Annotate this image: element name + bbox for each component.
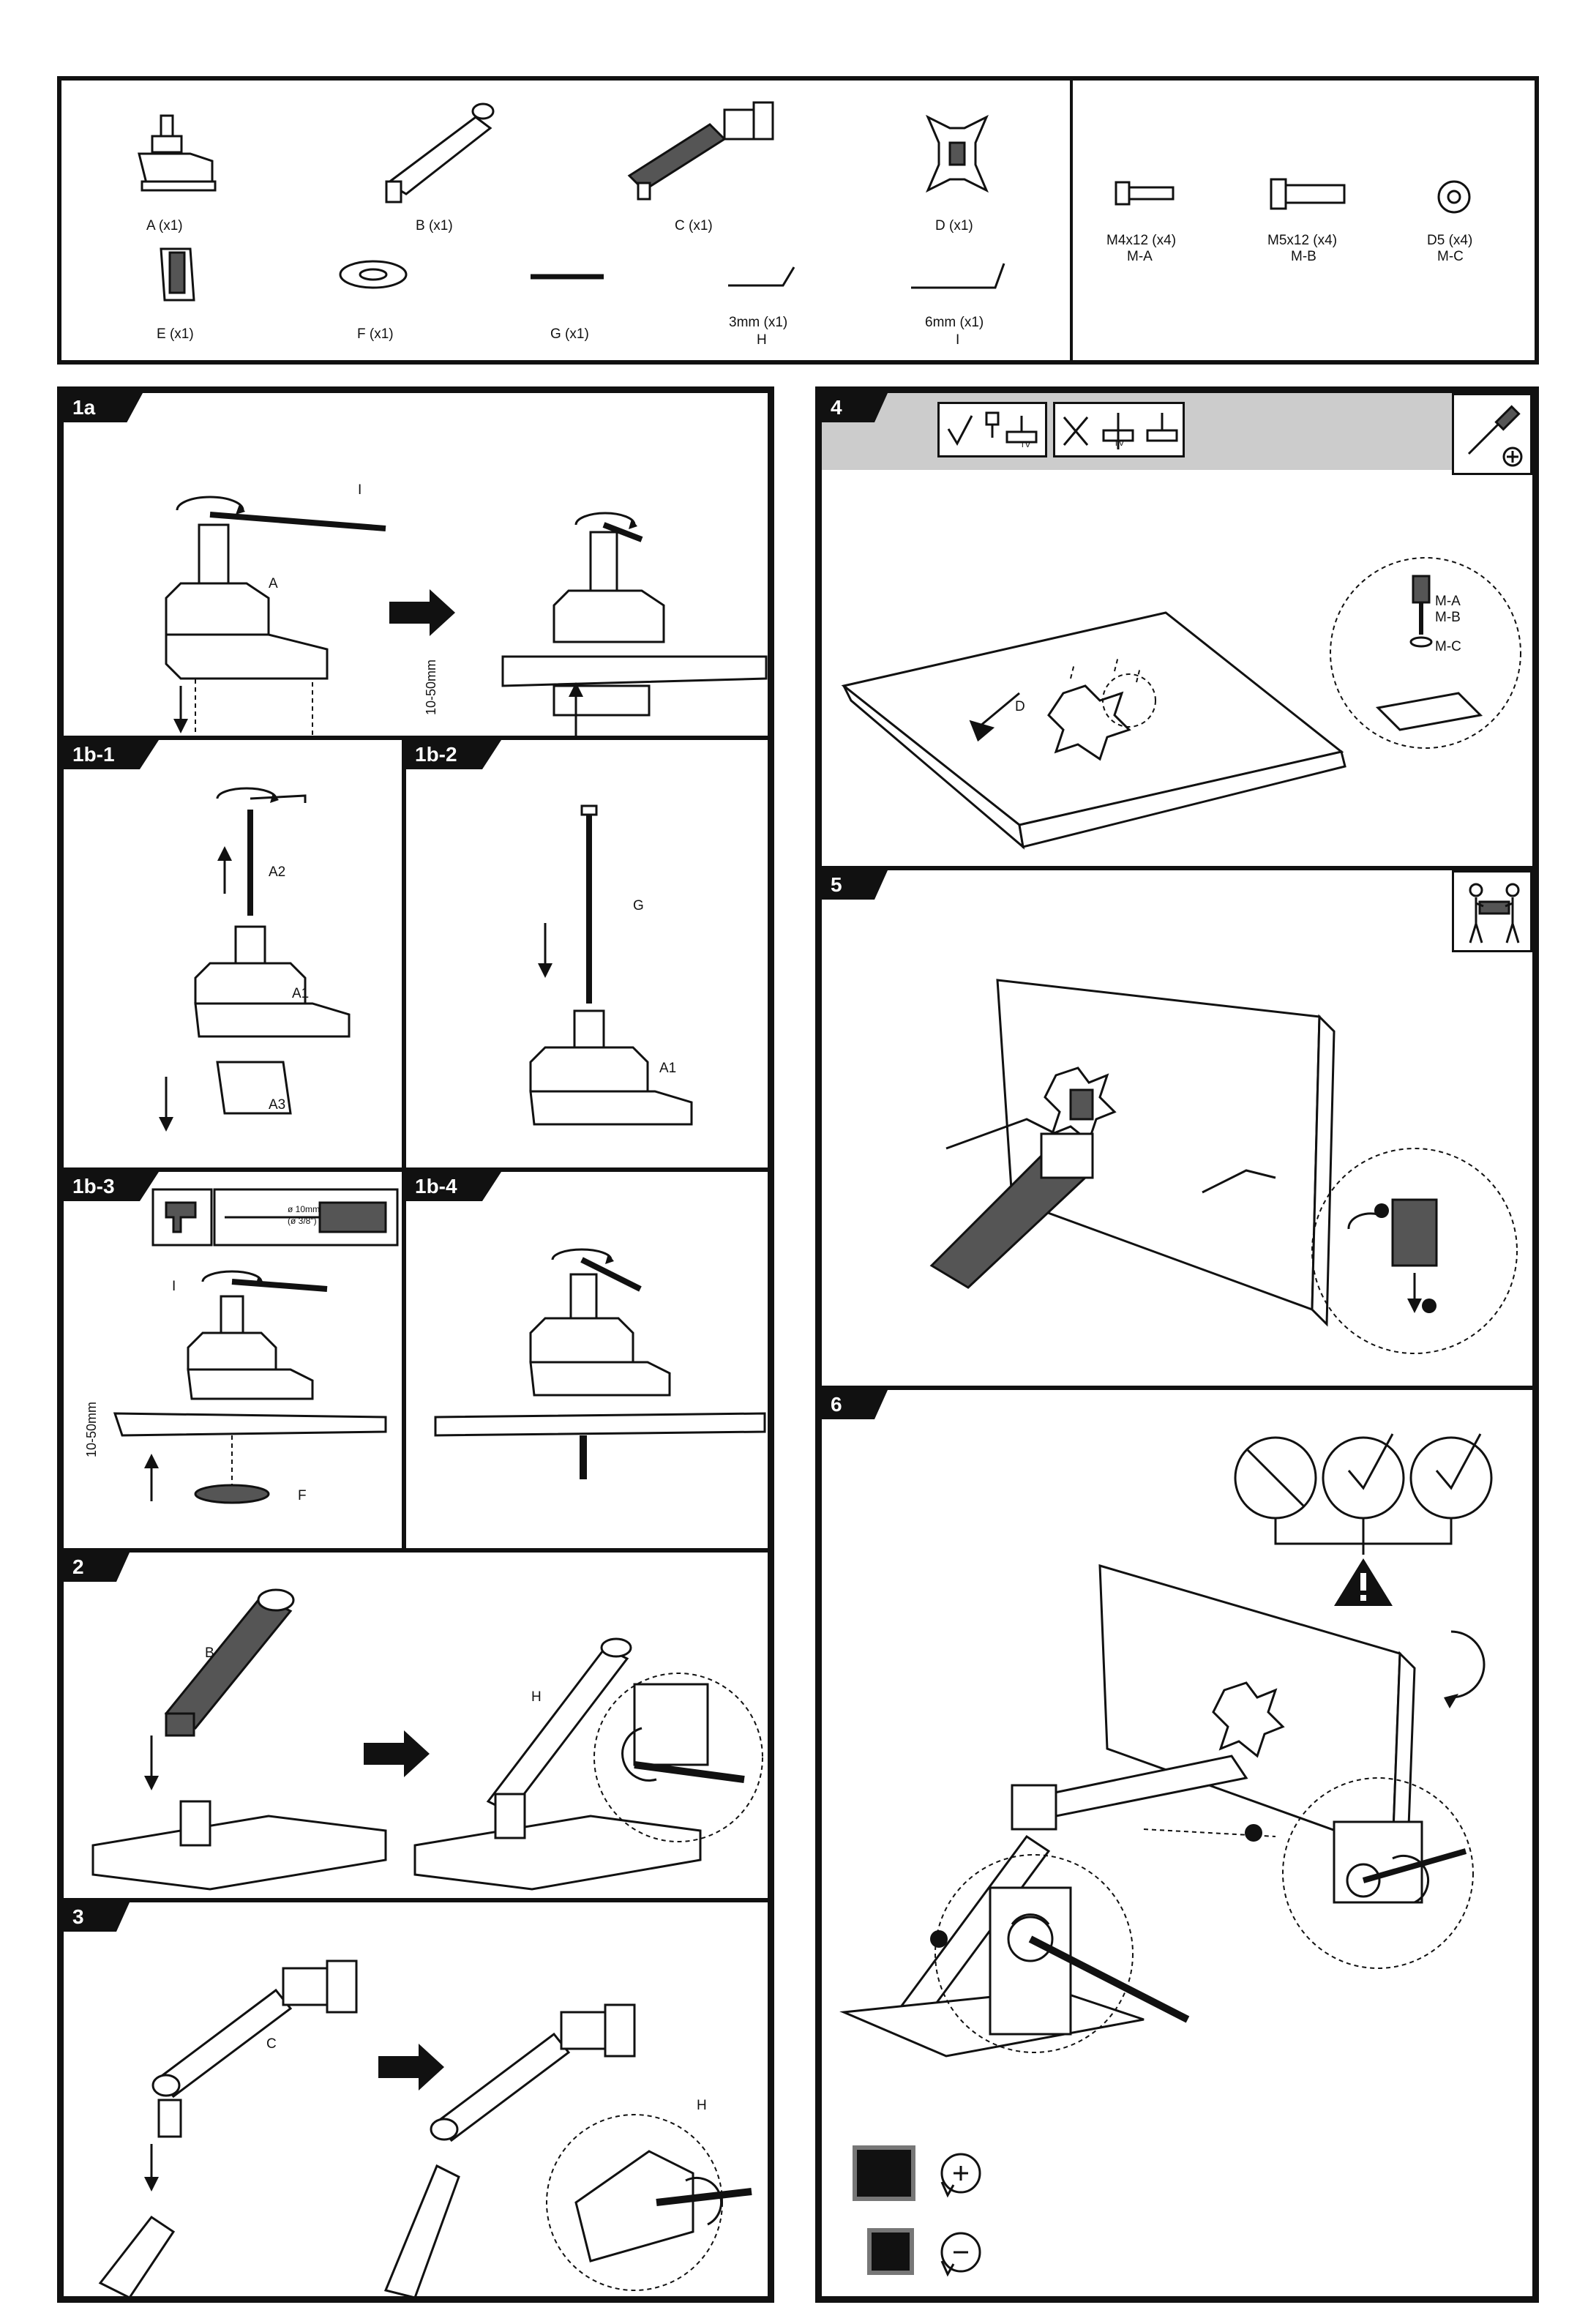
part-d-vesa-plate-icon (921, 110, 994, 198)
long-screw-icon (1096, 408, 1184, 455)
cross-icon (1061, 414, 1090, 448)
part-i-label: 6mm (x1) (925, 315, 984, 331)
step-3-callout-h: H (697, 2098, 707, 2114)
step-5-panel: 5 (820, 868, 1535, 1388)
part-i-hex-key-icon (907, 260, 1010, 296)
step-1b1-drawing (93, 769, 400, 1165)
screw-m4-icon (1112, 179, 1178, 208)
step-3-panel: 3 C H (61, 1900, 770, 2298)
parts-list (57, 76, 1539, 365)
step-4-callout-d: D (1015, 699, 1025, 715)
step-1b1-panel: 1b-1 A2 A1 A3 (61, 738, 404, 1170)
part-b-label: B (x1) (416, 218, 453, 234)
step-1b2-tab: 1b-2 (406, 740, 501, 769)
step-4-monitor-drawing (836, 510, 1532, 862)
step-3-drawing (78, 1924, 766, 2298)
tv-label-bad: TV (1114, 439, 1124, 448)
step-1a-callout-a: A (269, 576, 278, 592)
hw-d5-label: D5 (x4) (1427, 233, 1472, 249)
step-6-panel: 6 (820, 1388, 1535, 2298)
hw-d5-sub: M-C (1437, 249, 1464, 265)
step-2-callout-b: B (205, 1645, 214, 1662)
parts-divider (1070, 76, 1073, 365)
hw-m4-label: M4x12 (x4) (1106, 233, 1176, 249)
step-1b2-callout-g: G (633, 898, 644, 914)
loosen-legend-icon (866, 2224, 997, 2290)
screw-m5-icon (1267, 176, 1348, 212)
part-h-label: 3mm (x1) (729, 315, 787, 331)
two-person-lift-sign (1452, 870, 1532, 952)
hw-m5-sub: M-B (1291, 249, 1316, 265)
step-1a-panel: 1a I A 10-50mm (61, 391, 770, 738)
hw-m4-sub: M-A (1127, 249, 1153, 265)
part-h-hex-key-icon (724, 264, 798, 293)
part-g-label: G (x1) (550, 326, 589, 343)
screwdriver-icon (1461, 403, 1527, 468)
step-4-callout-mc: M-C (1435, 639, 1461, 655)
step-1b3-callout-f: F (298, 1488, 307, 1504)
two-person-icon (1461, 880, 1527, 946)
part-f-icon (337, 256, 410, 293)
step-1a-callout-i: I (358, 482, 362, 498)
tighten-legend-icon (851, 2144, 997, 2224)
step-2-callout-h: H (531, 1689, 542, 1705)
step-1b4-drawing (421, 1230, 765, 1545)
step-1b1-tab: 1b-1 (64, 740, 159, 769)
step-1b4-tab: 1b-4 (406, 1172, 501, 1201)
hw-m5-label: M5x12 (x4) (1267, 233, 1337, 249)
step-3-callout-c: C (266, 2036, 277, 2052)
step-1b2-drawing (435, 784, 757, 1165)
part-c-icon (622, 95, 783, 212)
check-icon (945, 411, 975, 448)
step-1b4-panel: 1b-4 (404, 1170, 770, 1550)
step-1b3-drawing (78, 1245, 400, 1550)
screw-ok-sign: TV (937, 402, 1047, 457)
step-1a-tab: 1a (64, 393, 143, 422)
washer-icon (1436, 179, 1472, 215)
short-screw-icon (985, 410, 1044, 454)
step-5-tab: 5 (822, 870, 888, 900)
step-1b2-callout-a1: A1 (659, 1061, 676, 1077)
step-1b3-thickness-label: 10-50mm (84, 1402, 100, 1457)
part-h-sub: H (757, 332, 767, 348)
step-1b3-callout-i: I (172, 1279, 176, 1295)
part-b-icon (381, 95, 505, 212)
drill-inset-icon (151, 1188, 400, 1247)
step-2-drawing (78, 1567, 766, 1897)
part-a-label: A (x1) (146, 218, 183, 234)
step-4-panel: 4 TV TV (820, 391, 1535, 868)
step-4-callout-mb: M-B (1435, 610, 1461, 626)
step-1b3-panel: 1b-3 ø 10mm (ø 3/8") I F 10-50mm (61, 1170, 404, 1550)
step-1b1-callout-a3: A3 (269, 1097, 285, 1113)
step-1b1-callout-a2: A2 (269, 864, 285, 881)
step-1b1-callout-a1: A1 (292, 986, 309, 1002)
step-6-drawing (836, 1544, 1532, 2129)
step-1a-thickness-label: 10-50mm (424, 660, 439, 715)
part-a-icon (132, 110, 227, 198)
drill-size-label: ø 10mm (288, 1204, 320, 1214)
tv-label-ok: TV (1020, 441, 1030, 449)
step-1b3-tab: 1b-3 (64, 1172, 159, 1201)
part-d-label: D (x1) (935, 218, 973, 234)
step-1b2-panel: 1b-2 G A1 (404, 738, 770, 1170)
part-f-label: F (x1) (357, 326, 394, 343)
step-4-callout-ma: M-A (1435, 594, 1461, 610)
part-c-label: C (x1) (675, 218, 713, 234)
drill-size-inch-label: (ø 3/8") (288, 1216, 317, 1226)
screw-bad-sign: TV (1053, 402, 1185, 457)
step-6-tab: 6 (822, 1390, 888, 1419)
part-e-label: E (x1) (157, 326, 194, 343)
step-2-panel: 2 B H (61, 1550, 770, 1900)
part-e-icon (154, 245, 205, 304)
step-5-drawing (836, 958, 1532, 1383)
part-i-sub: I (956, 332, 959, 348)
screwdriver-tool-sign (1452, 393, 1532, 475)
part-g-rod-icon (527, 271, 607, 285)
